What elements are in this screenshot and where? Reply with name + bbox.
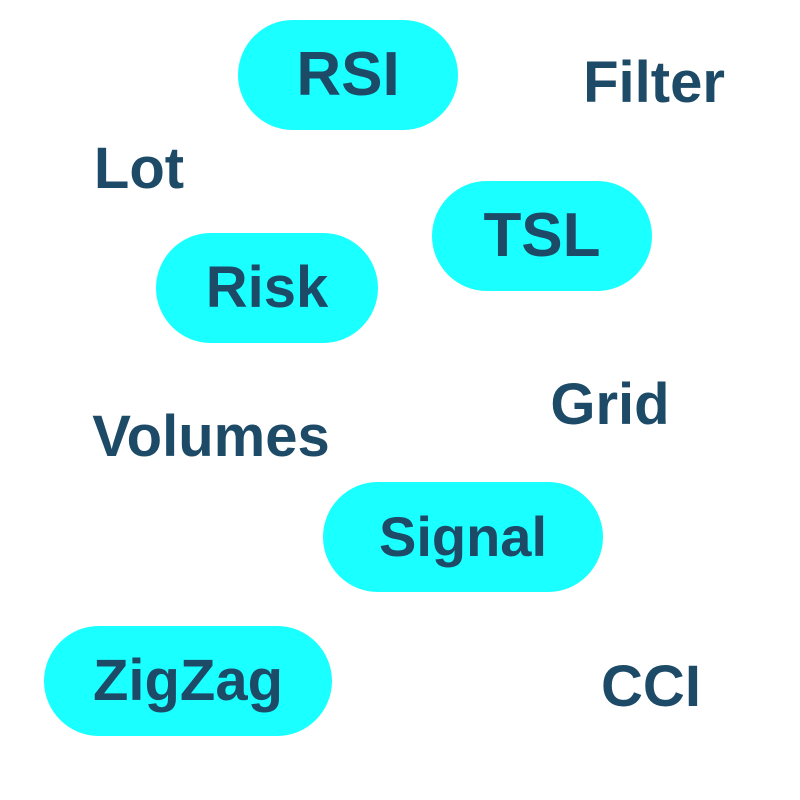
word-zigzag-highlighted: ZigZag — [44, 626, 332, 736]
word-lot: Lot — [93, 136, 185, 201]
word-risk-highlighted: Risk — [156, 233, 378, 343]
word-grid: Grid — [550, 372, 670, 437]
word-cci: CCI — [601, 654, 701, 719]
word-signal-highlighted: Signal — [323, 482, 603, 592]
word-tsl-highlighted: TSL — [432, 181, 652, 291]
word-volumes: Volumes — [92, 404, 330, 469]
word-rsi-highlighted: RSI — [238, 20, 458, 130]
word-filter: Filter — [583, 50, 725, 115]
